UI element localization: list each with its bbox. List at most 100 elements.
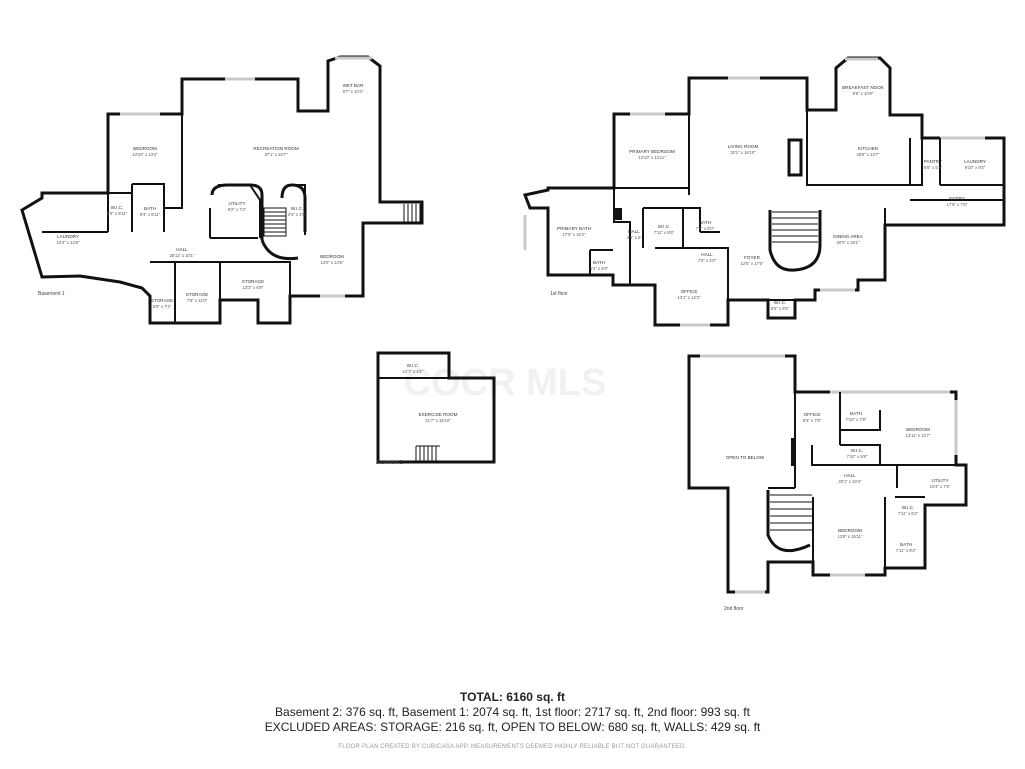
room-dims: 21'7" x 15'10" (425, 418, 451, 423)
room-dims: 7'11" x 8'2" (896, 548, 917, 553)
room-label: UTILITY (228, 201, 245, 206)
room-label: HALL (176, 247, 188, 252)
room-dims: 17'0" x 16'2" (563, 232, 586, 237)
room-dims: 9'2" x 7'2" (228, 207, 247, 212)
room-label: BREAKFAST NOOK (842, 85, 885, 90)
basement-2-plan: W.I.C. 12'7" x 4'1" EXERCISE ROOM 21'7" … (376, 351, 496, 466)
room-dims: 12'5" x 17'6" (741, 261, 764, 266)
room-dims: 17'8" x 7'0" (947, 202, 968, 207)
room-label: LAUNDRY (964, 159, 986, 164)
room-dims: 5'9" x 8'11" (107, 211, 128, 216)
disclaimer: FLOOR PLAN CREATED BY CUBICASA APP. MEAS… (338, 744, 687, 750)
room-dims: 12'7" x 4'1" (403, 369, 424, 374)
excluded-areas: EXCLUDED AREAS: STORAGE: 216 sq. ft, OPE… (264, 720, 761, 734)
wall-segment (791, 438, 796, 466)
room-dims: 4'3" x 4'5" (288, 212, 307, 217)
basement-1-outline (20, 55, 424, 325)
floor-areas: Basement 2: 376 sq. ft, Basement 1: 2074… (275, 705, 750, 719)
room-dims: 5'9" x 7'4" (153, 304, 172, 309)
room-label: PANTRY (924, 159, 942, 164)
room-label: W.I.C. (291, 206, 304, 211)
room-dims: 9'6" x 10'5" (853, 91, 874, 96)
room-dims: 5'5" x 6'5" (771, 306, 790, 311)
room-label: BEDROOM (133, 146, 157, 151)
staircase (772, 211, 818, 243)
room-label: LIVING ROOM (728, 144, 759, 149)
watermark: COCR MLS (404, 362, 607, 404)
curved-wall (210, 183, 264, 240)
room-dims: 13'10" x 13'4" (132, 152, 158, 157)
room-label: BEDROOM (906, 427, 930, 432)
room-label: OPEN TO BELOW (726, 455, 765, 460)
basement-1-plan: BEDROOM 13'10" x 13'4" RECREATION ROOM 3… (20, 55, 424, 325)
room-label: ENTRY (949, 196, 965, 201)
room-dims: 13'1" x 12'3" (678, 295, 701, 300)
floor-label: 1st floor (550, 291, 568, 297)
room-dims: 28'11" x 10'1" (170, 253, 195, 258)
room-dims: 9'3" x 8'11" (140, 212, 161, 217)
room-label: EXERCISE ROOM (419, 412, 458, 417)
room-label: STORAGE (242, 279, 264, 284)
room-label: KITCHEN (858, 146, 878, 151)
room-label: BATH (144, 206, 156, 211)
first-floor-outline (522, 56, 1006, 327)
staircase (770, 494, 812, 531)
floor-label: 2nd floor (724, 606, 744, 612)
room-dims: 7'11" x 8'6" (654, 230, 675, 235)
room-dims: 7'6" x 6'0" (696, 226, 715, 231)
room-label: PRIMARY BATH (557, 226, 591, 231)
room-label: W.I.C. (851, 448, 864, 453)
room-label: BATH (850, 411, 862, 416)
room-dims: 5'4" x 6'6" (590, 266, 609, 271)
room-label: RECREATION ROOM (253, 146, 299, 151)
room-label: BATH (900, 542, 912, 547)
room-dims: 9'7" x 10'4" (343, 89, 364, 94)
room-dims: 28'6" x 13'7" (857, 152, 880, 157)
room-dims: 20'1" x 16'10" (730, 150, 756, 155)
room-label: STORAGE (186, 292, 208, 297)
room-label: BATH (699, 220, 711, 225)
room-label: W.I.C. (658, 224, 671, 229)
room-dims: 13'8" x 15'11" (838, 534, 863, 539)
curved-wall (260, 239, 299, 261)
room-label: BEDROOM (838, 528, 862, 533)
room-label: HALL (844, 473, 856, 478)
room-dims: 7'0" x 4'0" (698, 258, 717, 263)
fireplace (614, 208, 622, 220)
interior-walls (42, 114, 364, 323)
room-dims: 4'5" x 5' (627, 235, 642, 240)
room-dims: 6'5" x 5'2" (924, 165, 943, 170)
room-dims: 13'11" x 13'7" (906, 433, 931, 438)
staircase (415, 445, 440, 461)
basement-2-outline (376, 351, 496, 464)
room-dims: 20'1" x 10'4" (839, 479, 862, 484)
room-label: OFFICE (681, 289, 698, 294)
room-label: STORAGE (151, 298, 173, 303)
room-dims: 13'3" x 6'8" (243, 285, 264, 290)
room-dims: 13'0" x 14'5" (321, 260, 344, 265)
room-label: BEDROOM (320, 254, 344, 259)
first-floor-plan: BREAKFAST NOOK 9'6" x 10'5" PRIMARY BEDR… (522, 56, 1006, 327)
curved-wall (280, 183, 307, 232)
room-label: WET BAR (343, 83, 365, 88)
room-label: HALL (628, 229, 640, 234)
room-label: BATH (593, 260, 605, 265)
room-dims: 7'10" x 5'8" (847, 454, 868, 459)
room-label: DINING AREA (833, 234, 864, 239)
room-dims: 7'6" x 11'0" (187, 298, 208, 303)
curved-wall (766, 490, 811, 553)
floor-label: Basement 1 (38, 291, 65, 297)
fireplace (787, 138, 803, 177)
total-area: TOTAL: 6160 sq. ft (460, 690, 565, 704)
room-dims: 37'1" x 24'7" (265, 152, 288, 157)
floor-label: Basement 2 (376, 460, 403, 466)
room-label: W.I.C. (902, 505, 915, 510)
room-label: HALL (701, 252, 713, 257)
room-label: W.I.C. (774, 300, 787, 305)
room-label: OFFICE (804, 412, 821, 417)
room-dims: 7'10" x 7'8" (846, 417, 867, 422)
second-floor-plan: OPEN TO BELOW OFFICE 6'3" x 7'6" BATH 7'… (687, 354, 968, 612)
room-dims: 10'4" x 7'5" (930, 484, 951, 489)
room-dims: 20'0" x 19'1" (837, 240, 860, 245)
